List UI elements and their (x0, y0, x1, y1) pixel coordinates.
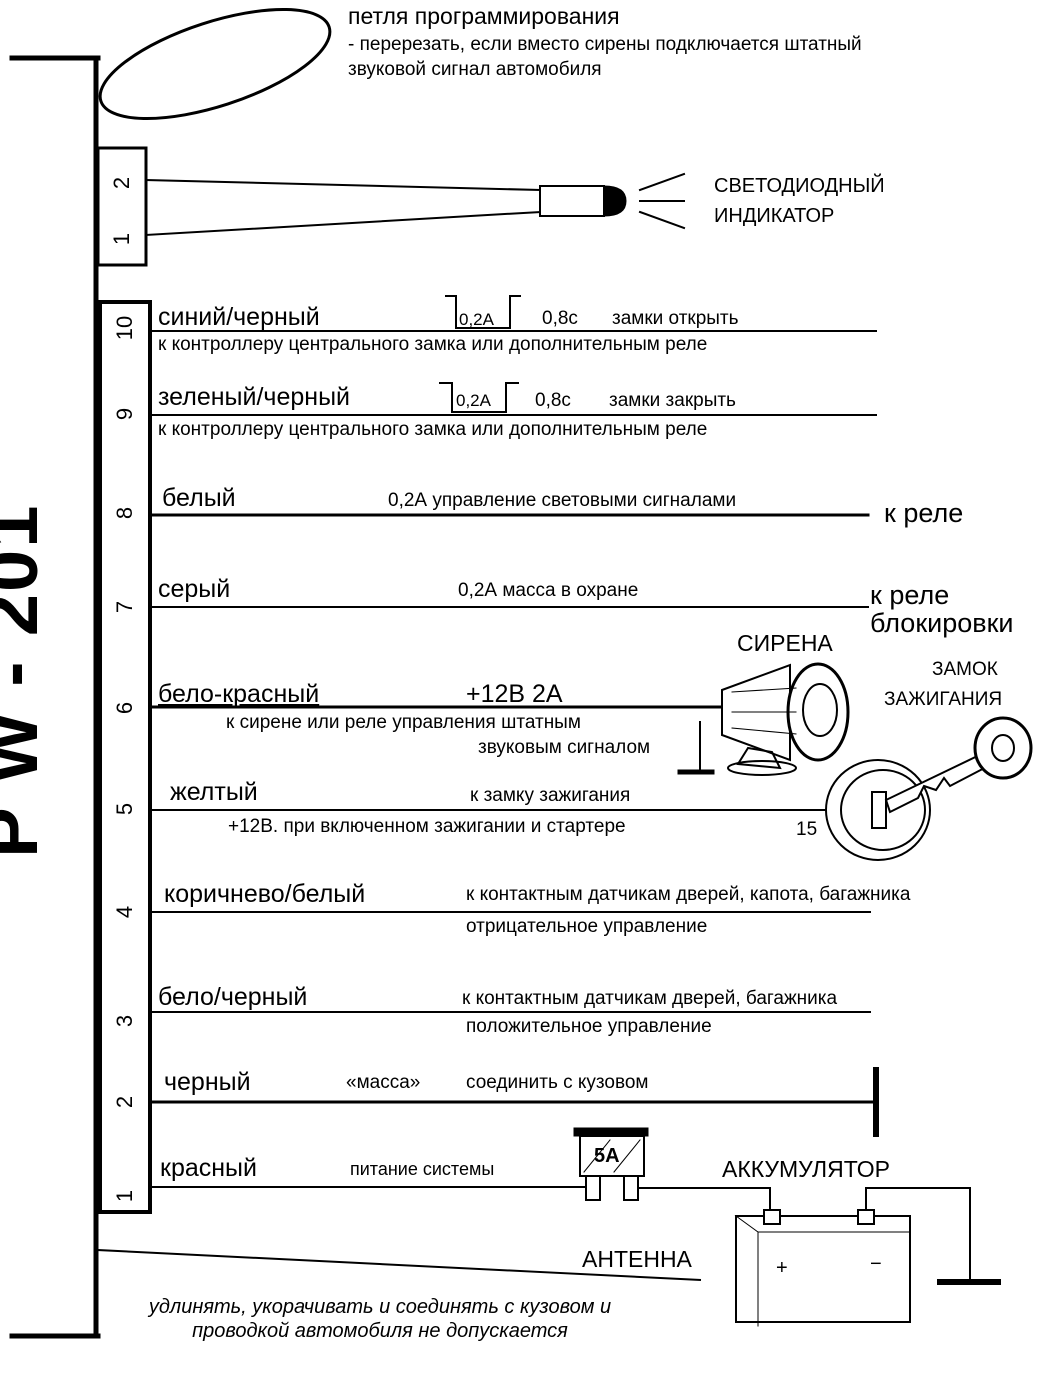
pin-7: 7 (112, 600, 137, 614)
pulse-symbol-10 (445, 295, 521, 329)
wire-5-terminal: 15 (796, 819, 818, 840)
wire-3-function: к контактным датчикам дверей, багажника (462, 988, 838, 1009)
programming-loop (98, 7, 332, 121)
led-dome (603, 185, 627, 217)
pin-8: 8 (112, 506, 137, 520)
wire-8-target: к реле (884, 498, 964, 528)
wire-9-duration: 0,8с (535, 390, 571, 411)
wire-9-note: к контроллеру центрального замка или доп… (158, 419, 708, 440)
led-connector (96, 146, 148, 267)
pin-10: 10 (112, 315, 137, 341)
programming-loop-note-2: звуковой сигнал автомобиля (348, 59, 602, 80)
pin-9: 9 (112, 407, 137, 421)
antenna-warning: удлинять, укорачивать и соединять с кузо… (148, 1296, 612, 1342)
wire-10-pulse: 0,2А (459, 310, 494, 329)
wire-7-target-2: блокировки (870, 608, 1014, 638)
led-pin-1: 1 (109, 232, 134, 246)
pin-4: 4 (112, 905, 137, 919)
programming-loop-title: петля программирования (348, 3, 620, 29)
wire-1-color: красный (160, 1154, 257, 1182)
wire-9-function: замки закрыть (609, 390, 736, 411)
wire-7-function: 0,2А масса в охране (458, 580, 639, 601)
programming-loop-note-1: - перерезать, если вместо сирены подключ… (348, 34, 862, 55)
main-connector (98, 300, 152, 1214)
wire-5-function: к замку зажигания (470, 785, 631, 806)
wire-4-function: к контактным датчикам дверей, капота, ба… (466, 884, 911, 905)
wire-2-function: соединить с кузовом (466, 1072, 649, 1093)
pulse-symbol-9 (439, 382, 519, 413)
led-ray-bottom (638, 210, 686, 230)
wire-5-color: желтый (170, 778, 258, 806)
wire-4-note: отрицательное управление (466, 916, 708, 937)
battery-minus: − (870, 1253, 882, 1275)
antenna-label: АНТЕННА (582, 1246, 692, 1272)
pin-3: 3 (112, 1014, 137, 1028)
led-body (539, 185, 605, 217)
wire-1-function: питание системы (350, 1159, 495, 1179)
battery-icon (734, 1209, 911, 1327)
wire-9-pulse: 0,2А (456, 391, 491, 410)
wire-9-color: зеленый/черный (158, 383, 351, 411)
wire-6-note-2: звуковым сигналом (478, 737, 651, 758)
battery-plus: + (776, 1257, 788, 1279)
wire-3-note: положительное управление (466, 1016, 712, 1037)
pin-6: 6 (112, 701, 137, 715)
pin-1: 1 (112, 1189, 137, 1203)
led-label-1: СВЕТОДИОДНЫЙ (714, 175, 885, 197)
model-label: P W - 201 (0, 503, 54, 858)
wire-8-color: белый (162, 484, 236, 512)
pin-2: 2 (112, 1095, 137, 1109)
wire-8-function: 0,2А управление световыми сигналами (388, 490, 737, 511)
pin-5: 5 (112, 802, 137, 816)
fuse-icon (573, 1127, 649, 1201)
wire-5-note: +12В. при включенном зажигании и стартер… (228, 816, 626, 837)
battery-label: АККУМУЛЯТОР (722, 1156, 890, 1182)
wire-3-color: бело/черный (158, 983, 308, 1011)
wire-6-note-1: к сирене или реле управления штатным (226, 712, 581, 733)
wire-2-quote: «масса» (346, 1072, 421, 1093)
wire-10-note: к контроллеру центрального замка или доп… (158, 334, 708, 355)
ignition-key-icon (825, 716, 1033, 861)
siren-icon (677, 662, 850, 776)
wire-10-duration: 0,8с (542, 308, 578, 329)
wire-6-color: бело-красный (158, 680, 320, 708)
wire-10-function: замки открыть (612, 308, 739, 329)
wire-10-color: синий/черный (158, 303, 320, 331)
wire-6-function: +12В 2А (466, 680, 563, 708)
wire-4-color: коричнево/белый (164, 880, 366, 908)
wire-7-color: серый (158, 575, 231, 603)
siren-label: СИРЕНА (737, 630, 833, 656)
led-pin-2: 2 (109, 176, 134, 190)
ignition-label-1: ЗАМОК (932, 659, 998, 680)
antenna-wire (96, 1248, 702, 1282)
led-ray-top (638, 172, 686, 192)
ignition-label-2: ЗАЖИГАНИЯ (884, 689, 1003, 710)
fuse-label: 5А (594, 1145, 620, 1167)
led-label-2: ИНДИКАТОР (714, 205, 835, 227)
wire-7-target-1: к реле (870, 580, 950, 610)
wire-2-color: черный (164, 1068, 251, 1096)
